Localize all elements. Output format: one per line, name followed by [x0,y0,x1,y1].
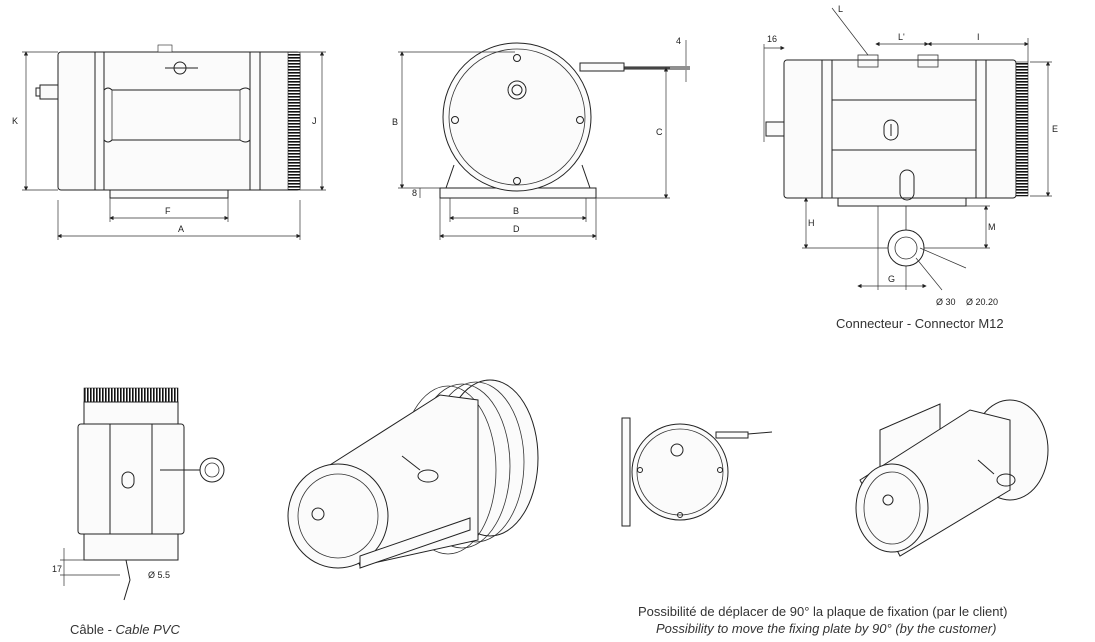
dim-g: G [888,274,895,284]
caption-cable-fr: Câble - [70,622,116,637]
dim-l: L [838,4,843,14]
front-view: A F K J [12,44,326,240]
dim-c: C [656,127,663,137]
caption-cable: Câble - Cable PVC [70,622,180,637]
iso-view-1 [287,379,539,569]
caption-fixing-fr: Possibilité de déplacer de 90° la plaque… [638,604,1007,619]
dim-dia30: Ø 30 [936,297,956,307]
dim-a: A [178,224,184,234]
dim-dia2020: Ø 20.20 [966,297,998,307]
cable-view: 17 Ø 5.5 [52,387,225,601]
dim-f: F [165,206,171,216]
caption-connector: Connecteur - Connector M12 [836,316,1004,331]
dim-b-bottom: B [513,206,519,216]
rotated-plate-view [621,417,773,527]
side-view: B 8 D B C 4 [392,36,690,240]
dim-8: 8 [412,188,417,198]
caption-fixing-en: Possibility to move the fixing plate by … [656,621,996,636]
dim-m: M [988,222,996,232]
dim-17: 17 [52,564,62,574]
dim-k: K [12,116,18,126]
dim-d: D [513,224,520,234]
dim-dia55: Ø 5.5 [148,570,170,580]
iso-view-2 [855,399,1049,557]
dim-h: H [808,218,815,228]
caption-cable-en: Cable PVC [116,622,181,637]
dim-e: E [1052,124,1058,134]
dim-i: I [977,32,980,42]
dim-4: 4 [676,36,681,46]
dim-b-side: B [392,117,398,127]
dim-l-prime: L' [898,32,905,42]
dim-16: 16 [767,34,777,44]
top-view: 16 L L' I E H M G Ø 30 Ø 20.20 [763,4,1058,307]
dim-j: J [312,116,317,126]
